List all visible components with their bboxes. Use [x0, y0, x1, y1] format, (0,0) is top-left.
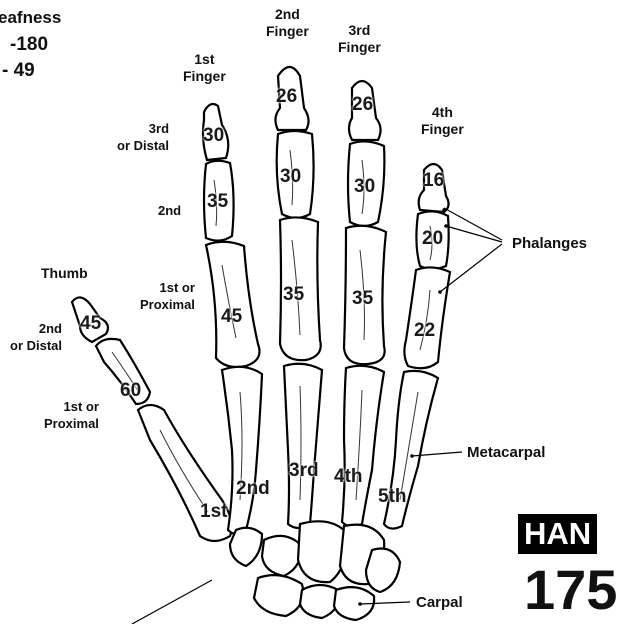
second-finger-middle-value: 30 — [280, 166, 301, 188]
second-finger-proximal-value: 35 — [283, 284, 304, 306]
metacarpal-bones — [222, 364, 438, 534]
metacarpal-1-label: 1st — [200, 501, 227, 523]
third-finger-bones — [344, 81, 386, 364]
fourth-finger-middle-value: 20 — [422, 228, 443, 250]
header-block: eafness -180 - 49 — [0, 8, 61, 82]
thumb-proximal-segment-label: 1st or Proximal — [44, 398, 99, 432]
header-line2: - 49 — [2, 60, 61, 82]
first-finger-distal-value: 30 — [203, 125, 224, 147]
metacarpal-3-label: 3rd — [289, 460, 319, 482]
metacarpal-4-label: 4th — [334, 466, 363, 488]
fourth-finger-label: 4th Finger — [421, 104, 464, 138]
third-finger-middle-value: 30 — [354, 176, 375, 198]
metacarpal-callout-label: Metacarpal — [467, 444, 545, 461]
phalanges-callout-label: Phalanges — [512, 235, 587, 252]
second-finger-distal-value: 26 — [276, 86, 297, 108]
corner-number: 175 — [524, 562, 617, 618]
first-finger-proximal-value: 45 — [221, 306, 242, 328]
proximal-segment-label: 1st or Proximal — [140, 279, 195, 313]
distal-segment-label: 3rd or Distal — [117, 120, 169, 154]
fourth-finger-distal-value: 16 — [423, 170, 444, 192]
first-finger-middle-value: 35 — [207, 191, 228, 213]
thumb-distal-value: 45 — [80, 313, 101, 335]
thumb-label: Thumb — [41, 265, 88, 282]
third-finger-proximal-value: 35 — [352, 288, 373, 310]
second-finger-label: 2nd Finger — [266, 6, 309, 40]
metacarpal-5-label: 5th — [378, 486, 407, 508]
fourth-finger-proximal-value: 22 — [414, 320, 435, 342]
third-finger-distal-value: 26 — [352, 94, 373, 116]
third-finger-label: 3rd Finger — [338, 22, 381, 56]
thumb-distal-segment-label: 2nd or Distal — [10, 320, 62, 354]
thumb-proximal-value: 60 — [120, 380, 141, 402]
second-finger-bones — [275, 67, 320, 360]
metacarpal-2-label: 2nd — [236, 478, 270, 500]
middle-segment-label: 2nd — [158, 202, 181, 219]
carpal-callout-label: Carpal — [416, 594, 463, 611]
first-finger-label: 1st Finger — [183, 51, 226, 85]
carpal-bones — [230, 521, 400, 620]
header-line1: -180 — [10, 34, 61, 56]
header-title: eafness — [0, 8, 61, 28]
corner-badge: HAN — [518, 514, 597, 554]
